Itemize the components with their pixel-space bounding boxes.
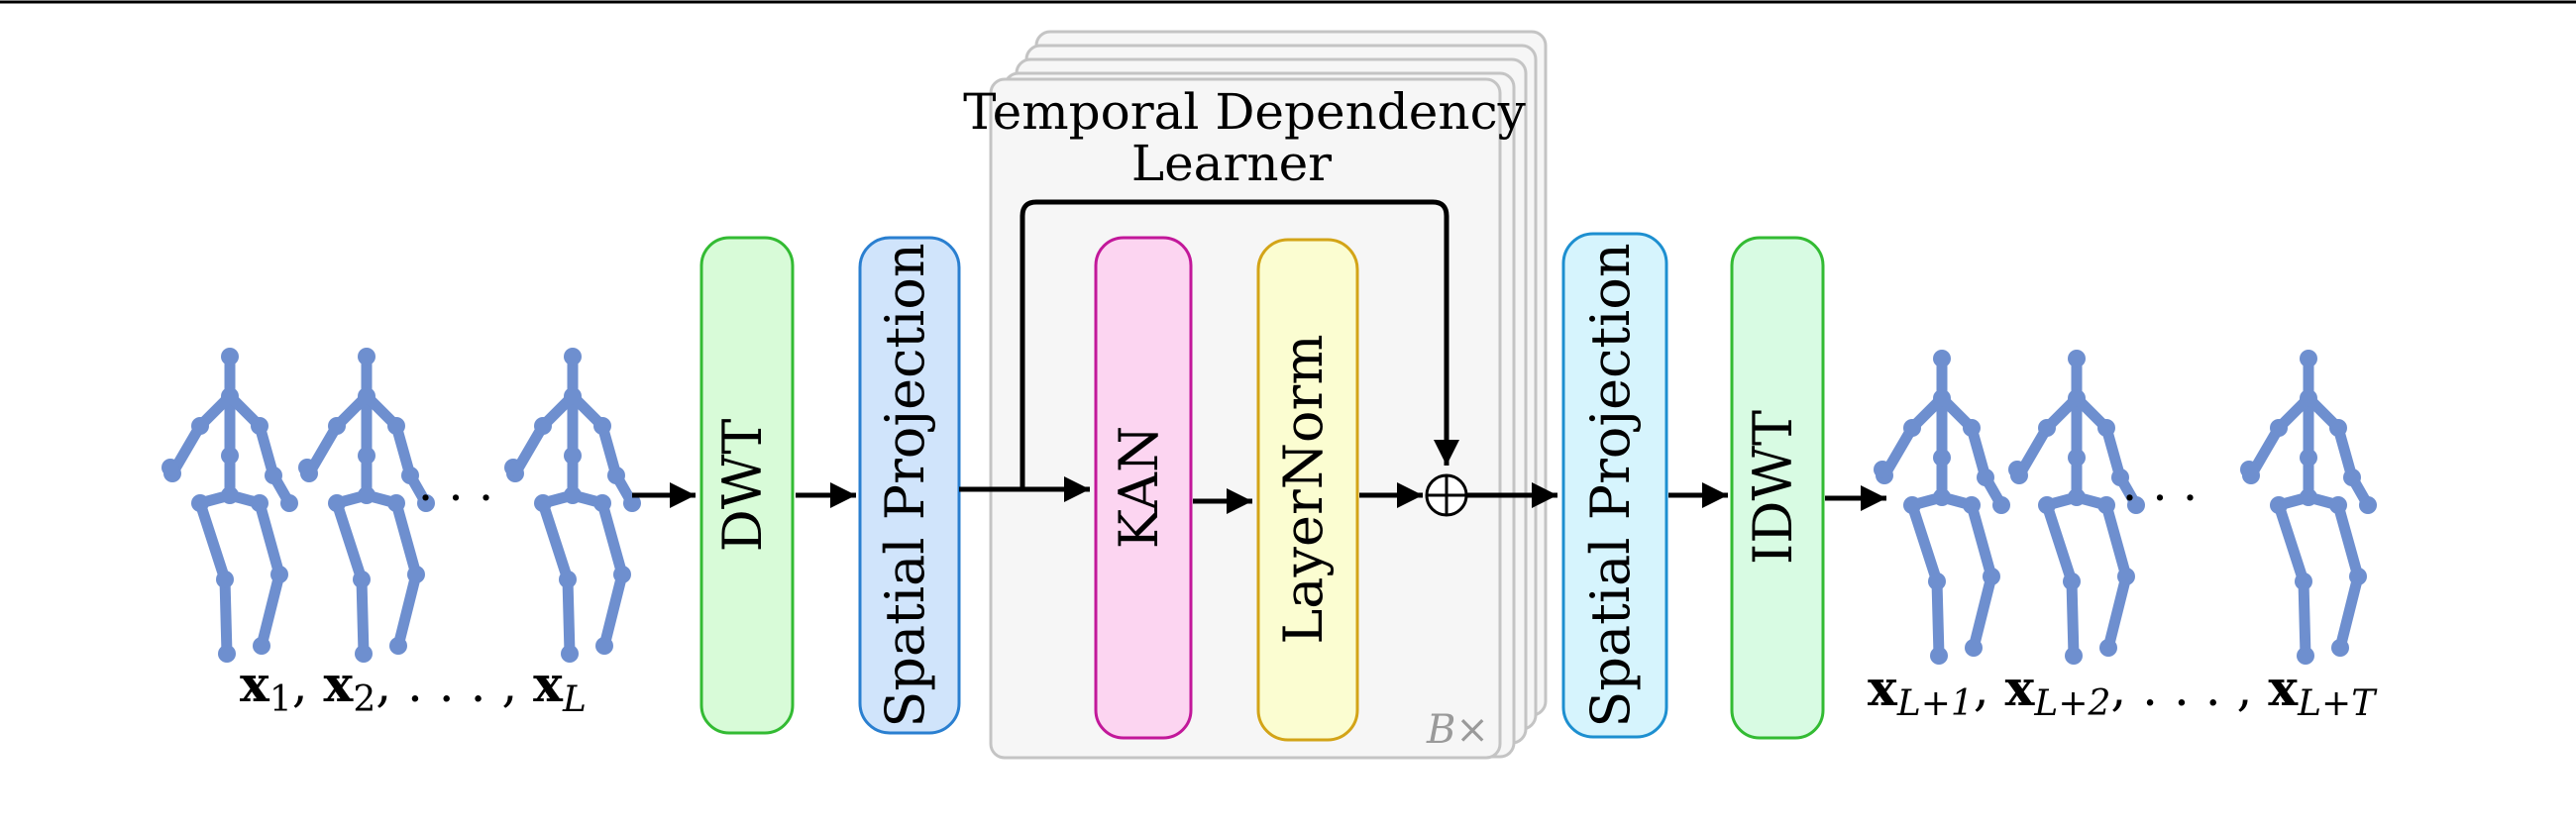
- dwt-box: [699, 236, 795, 735]
- spatial-projection-out-box: [1561, 232, 1668, 739]
- temporal-dependency-learner-stack: Temporal Dependency Learner B×: [963, 30, 1548, 760]
- kan-block: KAN: [1094, 236, 1193, 740]
- repeat-count-label: B×: [1426, 707, 1489, 753]
- input-sequence-label: x1, x2, . . . , xL: [240, 655, 587, 720]
- input-ellipsis: . . .: [418, 457, 493, 512]
- output-ellipsis: . . .: [2122, 457, 2198, 512]
- idwt-label: IDWT: [1742, 410, 1804, 565]
- output-sequence-label: xL+1, xL+2, . . . , xL+T: [1868, 659, 2378, 724]
- skeleton-figure-3: [2240, 350, 2377, 665]
- residual-add-icon: [1425, 473, 1468, 517]
- dwt-label: DWT: [711, 419, 774, 553]
- dwt-block: DWT: [699, 236, 795, 735]
- spatial-projection-out-label: Spatial Projection: [1579, 243, 1642, 727]
- spatial-projection-in-box: [858, 236, 961, 735]
- kan-box: [1094, 236, 1193, 740]
- skeleton-figure-3: [504, 348, 641, 663]
- kan-label: KAN: [1108, 426, 1170, 549]
- layernorm-label: LayerNorm: [1272, 334, 1335, 644]
- residual-skip-connection: [1020, 199, 1459, 489]
- idwt-box: [1730, 236, 1825, 740]
- tdl-title-line1: Temporal Dependency: [963, 83, 1526, 141]
- skeleton-figure-1: [161, 348, 298, 663]
- input-pose-sequence: [161, 348, 641, 663]
- skeleton-figure-1: [1874, 350, 2010, 665]
- layernorm-box: [1256, 238, 1359, 742]
- spatial-projection-in-block: Spatial Projection: [858, 236, 961, 735]
- tdl-title-line2: Learner: [1131, 135, 1332, 192]
- output-pose-sequence: [1874, 350, 2377, 665]
- spatial-projection-out-block: Spatial Projection: [1561, 232, 1668, 739]
- skeleton-figure-2: [298, 348, 435, 663]
- spatial-projection-in-label: Spatial Projection: [874, 243, 936, 727]
- idwt-block: IDWT: [1730, 236, 1825, 740]
- layernorm-block: LayerNorm: [1256, 238, 1359, 742]
- skeleton-figure-2: [2008, 350, 2145, 665]
